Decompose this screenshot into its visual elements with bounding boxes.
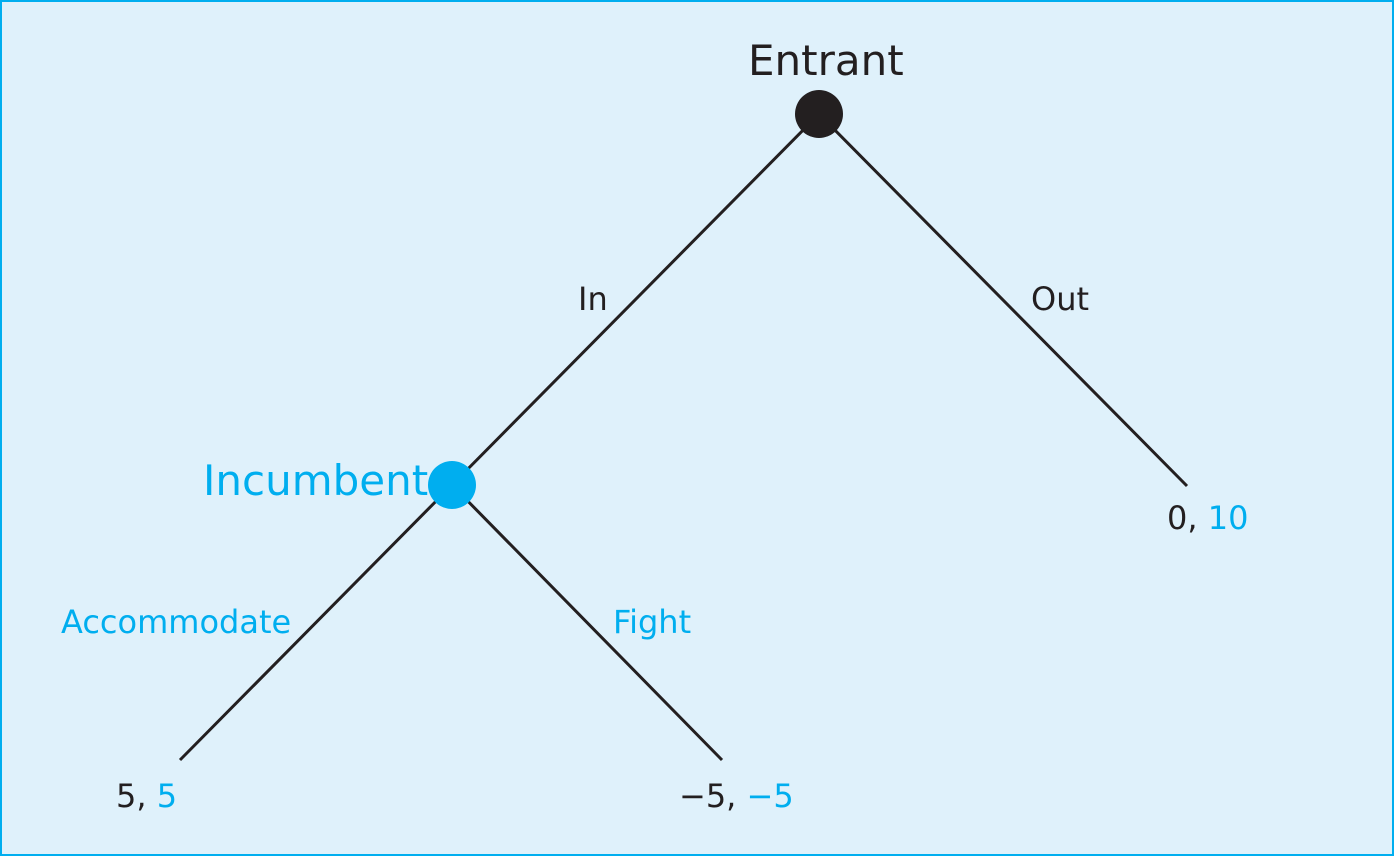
payoff-entrant: 5, [116,777,147,815]
edge-in [450,112,821,487]
payoff-fight: −5, −5 [679,780,794,812]
incumbent-node [428,461,476,509]
edge-fight [450,483,724,762]
edge-label-out: Out [1031,280,1090,318]
payoff-entrant: −5, [679,777,737,815]
edge-accommodate [178,483,454,762]
incumbent-label: Incumbent [203,456,429,505]
payoff-accommodate: 5, 5 [116,780,177,812]
payoff-out: 0, 10 [1167,502,1248,534]
edge-label-in: In [578,280,608,318]
entrant-node [795,90,843,138]
entrant-label: Entrant [748,36,904,85]
edge-label-accommodate: Accommodate [61,603,292,641]
payoff-entrant: 0, [1167,499,1198,537]
payoff-incumbent: 10 [1207,499,1249,537]
payoff-incumbent: −5 [746,777,794,815]
edge-out [817,112,1189,488]
payoff-incumbent: 5 [156,777,178,815]
edge-label-fight: Fight [613,603,692,641]
